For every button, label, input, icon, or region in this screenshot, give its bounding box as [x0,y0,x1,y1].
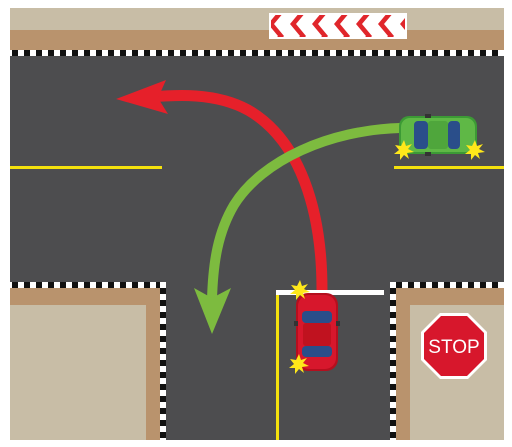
stop-line [276,290,384,295]
stop-sign-text: STOP [428,337,479,358]
lane-line-left [10,166,162,169]
green-car-path-arrow [207,123,401,301]
curb-top [10,30,504,50]
green-car [399,114,477,156]
curb-edge-left-vertical [160,282,166,440]
red-car-turn-signal-rear-icon [289,354,309,374]
stop-sign: STOP [421,313,487,379]
curb-edge-top [10,50,504,56]
red-car [294,293,340,371]
curb-edge-bottom-right [390,282,504,288]
green-car-turn-signal-rear-icon [465,140,485,160]
red-car-turn-signal-front-icon [290,280,310,300]
red-arrow-head-icon [116,80,168,114]
chevron-barrier-sign [269,13,407,39]
curb-edge-bottom-left [10,282,166,288]
green-arrow-head-icon [194,288,231,334]
lane-line-right [394,166,504,169]
green-car-turn-signal-front-icon [394,140,414,160]
lane-line-vertical [276,292,279,440]
sidewalk-bottom-left [10,305,146,440]
curb-edge-right-vertical [390,282,396,440]
red-car-path-arrow [149,89,328,291]
